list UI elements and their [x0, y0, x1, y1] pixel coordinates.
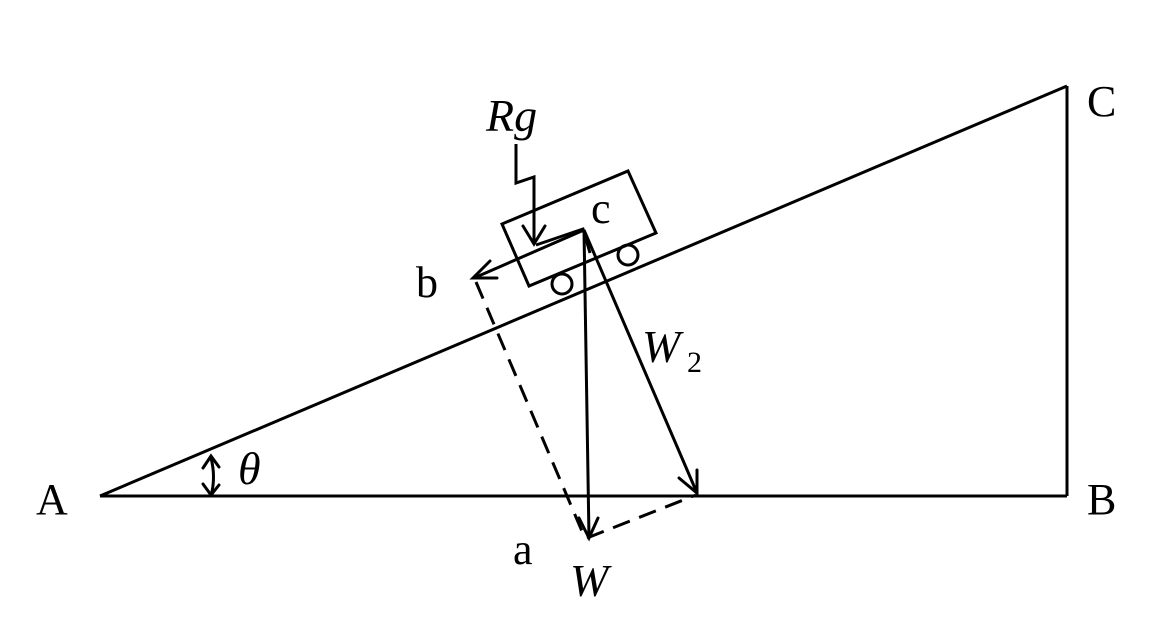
vertex-label-c: C — [1087, 77, 1116, 126]
w2-label: W — [642, 321, 684, 372]
w2-subscript: 2 — [687, 346, 702, 379]
angle-arrow-top — [201, 453, 221, 470]
weight-w — [577, 229, 600, 542]
component-w2-line — [582, 229, 699, 494]
rg-label: Rg — [485, 90, 537, 141]
dashed-a-to-w2 — [586, 493, 697, 540]
force-b-arrowhead — [469, 259, 499, 280]
c-reference-line — [535, 227, 592, 254]
cart-wheel-left — [550, 272, 574, 296]
angle-arrow-bottom — [201, 482, 221, 498]
dashed-b-to-a — [474, 281, 586, 537]
construction-lines — [474, 281, 697, 540]
angle-label: θ — [238, 443, 261, 494]
weight-label: W — [570, 555, 612, 606]
angle-marker — [201, 453, 221, 498]
component-w2 — [582, 229, 699, 497]
rg-force — [514, 144, 547, 247]
point-label-b: b — [416, 258, 438, 307]
point-label-a: a — [513, 525, 533, 574]
vertex-label-b: B — [1087, 475, 1116, 524]
cart-wheel-right — [616, 243, 640, 267]
weight-w-line — [582, 229, 591, 539]
point-label-c: c — [591, 184, 611, 233]
component-w2-arrowhead — [677, 468, 699, 497]
cart-body — [500, 169, 659, 288]
vertex-label-a: A — [36, 475, 68, 524]
rg-arrowhead — [521, 224, 547, 247]
force-b — [469, 228, 585, 280]
rg-force-line — [514, 144, 536, 243]
cart — [500, 169, 659, 296]
force-b-line — [473, 228, 585, 280]
